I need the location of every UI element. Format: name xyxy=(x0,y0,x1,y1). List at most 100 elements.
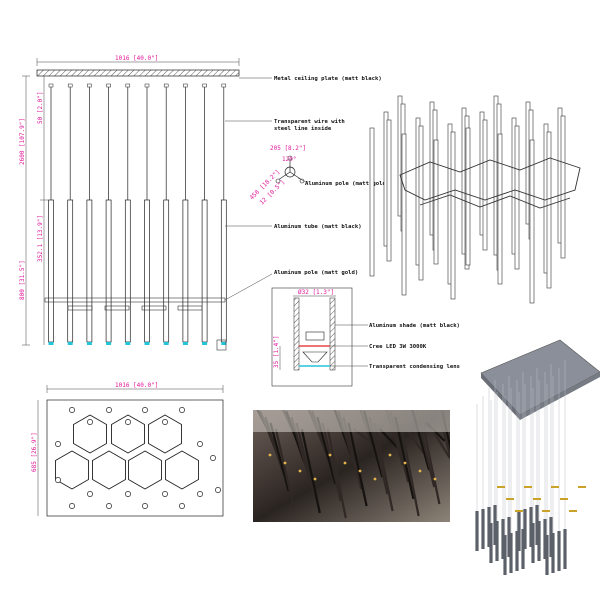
plan-pendant-point xyxy=(69,407,75,413)
lens-cap xyxy=(106,342,112,345)
pendant-tube xyxy=(124,199,131,343)
render-tube xyxy=(489,523,493,563)
pendant-tube xyxy=(67,199,74,343)
plan-pendant-point xyxy=(179,503,185,509)
lens-cap xyxy=(67,342,73,345)
pendant-tube xyxy=(105,199,112,343)
plan-pendant-point xyxy=(106,407,112,413)
render-tube xyxy=(495,521,499,561)
plan-pendant-point xyxy=(179,407,185,413)
wire-clip xyxy=(67,83,73,88)
render-tube xyxy=(493,505,497,545)
photo-glow xyxy=(343,461,347,465)
detail-height: 35 [1.4"] xyxy=(273,335,280,368)
joint-detail: 205 [8.2"] 120° 458 [18.2"] 12 [0.5"] Al… xyxy=(248,145,389,206)
plan-hex-cell xyxy=(111,414,145,454)
photo-rod xyxy=(300,428,321,514)
front-elevation: 1016 [40.0"] 2600 [107.9"] 50 [2.0"] 352… xyxy=(19,55,382,351)
render-tube xyxy=(557,531,561,571)
plan-pendant-point xyxy=(210,455,216,461)
detail-diameter: Ø32 [1.3"] xyxy=(298,289,334,296)
render-tube xyxy=(535,505,539,545)
wire-clip xyxy=(48,83,54,88)
lens-cap xyxy=(144,342,150,345)
wire-clip xyxy=(106,83,111,88)
plan-hex-cell xyxy=(165,450,199,490)
iso-rod xyxy=(529,139,535,304)
render-gold-pole xyxy=(542,510,550,512)
isometric-line-view xyxy=(369,95,581,304)
label-lens: Transparent condensing lens xyxy=(369,364,460,370)
wire-clip xyxy=(163,83,169,88)
render-tube xyxy=(563,529,567,569)
render-tube xyxy=(523,509,527,549)
photo-glow xyxy=(268,453,272,457)
plan-pendant-point xyxy=(142,407,148,413)
wire-clip xyxy=(144,83,150,88)
pendant-tube xyxy=(48,199,54,343)
lens-cap xyxy=(48,342,54,345)
render-tube xyxy=(501,519,505,559)
elev-lower-dim: 800 [31.5"] xyxy=(19,260,26,300)
render-tube xyxy=(487,507,491,547)
iso-hex-frame xyxy=(399,157,581,201)
pendant-tube xyxy=(86,199,93,343)
pendant-tube xyxy=(201,199,208,343)
elev-tube-dim: 352.1 [13.9"] xyxy=(37,215,44,262)
photo-glow xyxy=(358,469,362,473)
iso-rod xyxy=(546,131,552,289)
photo-rod xyxy=(269,422,290,492)
lens-cap xyxy=(182,342,188,345)
photo-glow xyxy=(298,469,302,473)
photo-glow xyxy=(313,477,317,481)
photo-rod xyxy=(458,429,476,463)
wire-clip xyxy=(87,83,92,88)
plan-depth-dim: 685 [26.9"] xyxy=(31,432,38,472)
render-gold-pole xyxy=(506,498,514,500)
render-tube xyxy=(551,533,555,573)
render-tube xyxy=(475,511,479,551)
photo-rod xyxy=(326,428,347,519)
photo-glow xyxy=(388,453,392,457)
render-tube xyxy=(529,507,533,547)
lens-cap xyxy=(202,342,208,345)
iso-rod xyxy=(450,131,456,300)
iso-rod xyxy=(433,139,439,265)
render-tube xyxy=(521,529,525,569)
lens-cap xyxy=(125,342,131,345)
render-gold-pole xyxy=(497,486,505,488)
plan-pendant-point xyxy=(197,441,203,447)
plan-hex-cell xyxy=(55,450,89,490)
iso-rod xyxy=(497,133,503,285)
render-gold-pole xyxy=(569,510,577,512)
plan-pendant-point xyxy=(125,491,131,497)
photo-glow xyxy=(283,461,287,465)
photo-rod xyxy=(399,422,420,517)
iso-rod xyxy=(401,133,407,296)
pendant-tube xyxy=(182,199,189,343)
plan-hex-cell xyxy=(128,450,162,490)
elev-top-gap-dim: 50 [2.0"] xyxy=(37,91,44,124)
label-wire-1: Transparent wire with xyxy=(274,119,345,125)
lens-cap xyxy=(86,342,92,345)
plan-width-dim: 1016 [40.0"] xyxy=(115,382,158,389)
photo-rod xyxy=(274,428,295,509)
label-shade: Aluminum shade (matt black) xyxy=(369,323,460,329)
lens-cap xyxy=(163,342,169,345)
photo-rod xyxy=(321,422,342,502)
iso-rod xyxy=(465,127,471,266)
render-tube xyxy=(545,535,549,575)
plan-pendant-point xyxy=(87,491,93,497)
label-pole-mid: Aluminum pole (matt gold) xyxy=(274,270,358,276)
elev-width-dim: 1016 [40.0"] xyxy=(115,55,158,62)
wire-clip xyxy=(183,83,188,88)
render-tube xyxy=(507,517,511,557)
joint-dim-top: 205 [8.2"] xyxy=(270,145,306,152)
pendants xyxy=(48,83,227,345)
label-led: Cree LED 3W 3000K xyxy=(369,344,427,350)
render-gold-pole xyxy=(578,486,586,488)
render-tube xyxy=(515,531,519,571)
render-tube xyxy=(503,535,507,575)
plan-pendant-point xyxy=(197,491,203,497)
